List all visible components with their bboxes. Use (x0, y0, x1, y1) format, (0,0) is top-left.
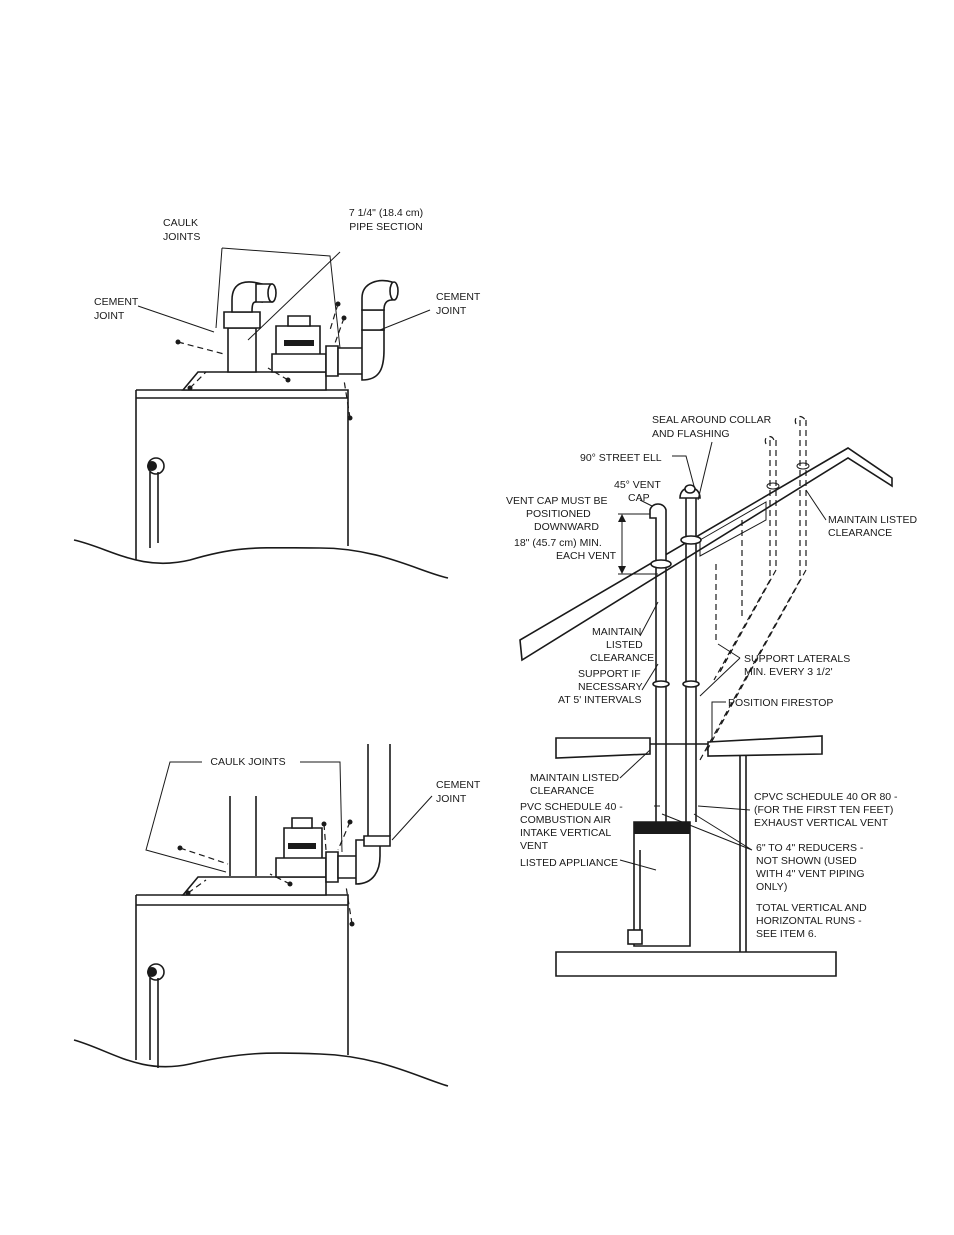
heater-cabinet-b (135, 894, 349, 1060)
listed-appliance (633, 821, 691, 947)
label-caulk-joints-b: CAULK JOINTS (210, 756, 285, 768)
label-street-ell: 90° STREET ELL (580, 452, 662, 464)
label-18-min-each-vent: 18" (45.7 cm) MIN.EACH VENT (514, 537, 617, 562)
mounting-screws (175, 301, 353, 421)
caulk-joint-collar-right (325, 345, 339, 377)
floor-curve-b (73, 1039, 449, 1087)
floor-curve (73, 539, 449, 579)
label-position-firestop: POSITION FIRESTOP (728, 697, 833, 709)
dashed-lateral-pipes (699, 415, 810, 761)
heater-cabinet (135, 389, 349, 560)
vent-cap-45 (649, 503, 667, 563)
label-listed-appliance: LISTED APPLIANCE (520, 857, 618, 869)
mounting-screws-b (177, 819, 355, 927)
ceiling-slab-right (707, 735, 823, 757)
ceiling-slab-left (555, 737, 651, 759)
label-pipe-section-a: 7 1/4" (18.4 cm)PIPE SECTION (349, 207, 423, 233)
top-plate (181, 371, 327, 391)
label-cpvc-exhaust-vent: CPVC SCHEDULE 40 OR 80 -(FOR THE FIRST T… (754, 791, 898, 829)
elbow-right (361, 279, 393, 311)
floor-slab (555, 951, 837, 977)
roof-slope (519, 447, 893, 662)
caulk-joint-collar-left (223, 311, 261, 329)
